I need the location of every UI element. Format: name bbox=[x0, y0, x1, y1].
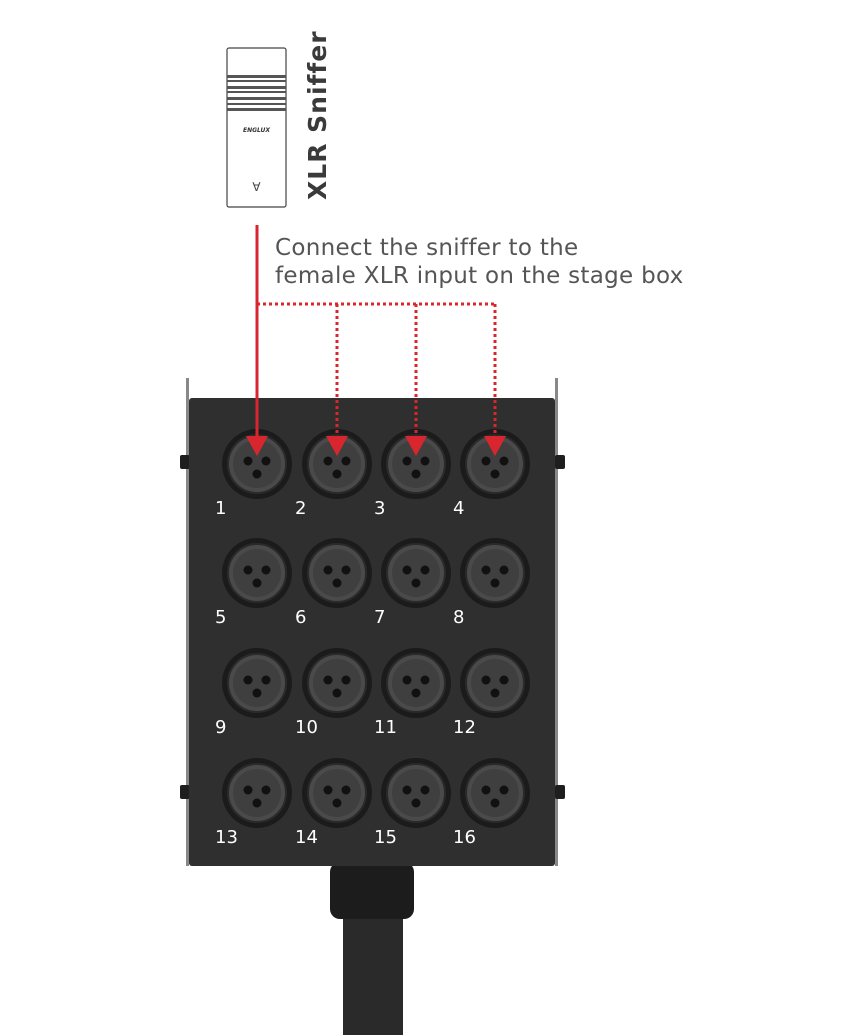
xlr-pin-hole bbox=[490, 798, 500, 808]
xlr-pin-hole bbox=[402, 565, 412, 575]
channel-label: 7 bbox=[374, 607, 385, 628]
xlr-pin-hole bbox=[341, 565, 351, 575]
xlr-pin-hole bbox=[499, 675, 509, 685]
xlr-pin-hole bbox=[402, 785, 412, 795]
xlr-pin-hole bbox=[411, 578, 421, 588]
xlr-pin-hole bbox=[341, 456, 351, 466]
xlr-input-1: 1 bbox=[215, 429, 292, 519]
channel-label: 13 bbox=[215, 827, 238, 848]
channel-label: 2 bbox=[295, 498, 306, 519]
channel-label: 3 bbox=[374, 498, 385, 519]
instruction-line-1: Connect the sniffer to the bbox=[275, 235, 578, 261]
xlr-input-7: 7 bbox=[374, 538, 451, 628]
stagebox-cable bbox=[330, 862, 414, 1035]
xlr-input-15: 15 bbox=[374, 758, 451, 848]
dotted-arrow-head-2 bbox=[326, 436, 348, 456]
xlr-pin-hole bbox=[332, 578, 342, 588]
solid-arrow-head bbox=[246, 436, 268, 456]
xlr-pin-hole bbox=[499, 565, 509, 575]
xlr-pin-hole bbox=[341, 675, 351, 685]
channel-label: 6 bbox=[295, 607, 306, 628]
dotted-arrow-head-3 bbox=[405, 436, 427, 456]
xlr-input-8: 8 bbox=[453, 538, 530, 628]
xlr-pin-hole bbox=[243, 565, 253, 575]
xlr-pin-hole bbox=[481, 565, 491, 575]
channel-label: 12 bbox=[453, 717, 476, 738]
xlr-pin-hole bbox=[323, 565, 333, 575]
xlr-input-11: 11 bbox=[374, 648, 451, 738]
channel-label: 11 bbox=[374, 717, 397, 738]
xlr-pin-hole bbox=[490, 578, 500, 588]
xlr-pin-hole bbox=[481, 456, 491, 466]
xlr-pin-hole bbox=[420, 675, 430, 685]
xlr-pin-hole bbox=[252, 798, 262, 808]
channel-label: 1 bbox=[215, 498, 226, 519]
xlr-pin-hole bbox=[261, 456, 271, 466]
xlr-pin-hole bbox=[252, 688, 262, 698]
xlr-pin-hole bbox=[261, 785, 271, 795]
xlr-pin-hole bbox=[252, 469, 262, 479]
sniffer-brand-logo: ENGLUX bbox=[243, 127, 270, 134]
channel-label: 4 bbox=[453, 498, 464, 519]
xlr-pin-hole bbox=[499, 456, 509, 466]
xlr-pin-hole bbox=[323, 456, 333, 466]
pin-indicator-icon: ∀ bbox=[252, 180, 261, 194]
xlr-pin-hole bbox=[481, 785, 491, 795]
dotted-arrow-head-4 bbox=[484, 436, 506, 456]
xlr-input-13: 13 bbox=[215, 758, 292, 848]
xlr-input-3: 3 bbox=[374, 429, 451, 519]
xlr-input-10: 10 bbox=[295, 648, 372, 738]
channel-label: 8 bbox=[453, 607, 464, 628]
xlr-input-2: 2 bbox=[295, 429, 372, 519]
xlr-input-5: 5 bbox=[215, 538, 292, 628]
xlr-pin-hole bbox=[332, 798, 342, 808]
xlr-pin-hole bbox=[481, 675, 491, 685]
xlr-pin-hole bbox=[420, 565, 430, 575]
xlr-sniffer-device: ENGLUX ∀ bbox=[226, 47, 287, 208]
xlr-pin-hole bbox=[341, 785, 351, 795]
channel-label: 10 bbox=[295, 717, 318, 738]
channel-label: 5 bbox=[215, 607, 226, 628]
sniffer-title: XLR Sniffer bbox=[303, 30, 332, 200]
xlr-pin-hole bbox=[252, 578, 262, 588]
xlr-pin-hole bbox=[243, 785, 253, 795]
xlr-input-16: 16 bbox=[453, 758, 530, 848]
channel-label: 9 bbox=[215, 717, 226, 738]
channel-label: 14 bbox=[295, 827, 318, 848]
xlr-pin-hole bbox=[490, 469, 500, 479]
instruction-line-2: female XLR input on the stage box bbox=[275, 263, 684, 289]
xlr-pin-hole bbox=[411, 688, 421, 698]
xlr-pin-hole bbox=[411, 798, 421, 808]
xlr-pin-hole bbox=[323, 675, 333, 685]
connection-arrows bbox=[246, 225, 506, 456]
channel-label: 16 bbox=[453, 827, 476, 848]
xlr-pin-hole bbox=[402, 675, 412, 685]
xlr-input-4: 4 bbox=[453, 429, 530, 519]
xlr-input-9: 9 bbox=[215, 648, 292, 738]
xlr-input-14: 14 bbox=[295, 758, 372, 848]
xlr-pin-hole bbox=[499, 785, 509, 795]
xlr-pin-hole bbox=[243, 456, 253, 466]
xlr-pin-hole bbox=[332, 688, 342, 698]
xlr-input-6: 6 bbox=[295, 538, 372, 628]
xlr-pin-hole bbox=[261, 565, 271, 575]
xlr-pin-hole bbox=[490, 688, 500, 698]
xlr-pin-hole bbox=[402, 456, 412, 466]
channel-label: 15 bbox=[374, 827, 397, 848]
xlr-pin-hole bbox=[420, 785, 430, 795]
stage-box bbox=[180, 378, 565, 866]
xlr-input-12: 12 bbox=[453, 648, 530, 738]
xlr-pin-hole bbox=[261, 675, 271, 685]
xlr-pin-hole bbox=[411, 469, 421, 479]
xlr-pin-hole bbox=[332, 469, 342, 479]
xlr-pin-hole bbox=[323, 785, 333, 795]
xlr-pin-hole bbox=[243, 675, 253, 685]
xlr-pin-hole bbox=[420, 456, 430, 466]
